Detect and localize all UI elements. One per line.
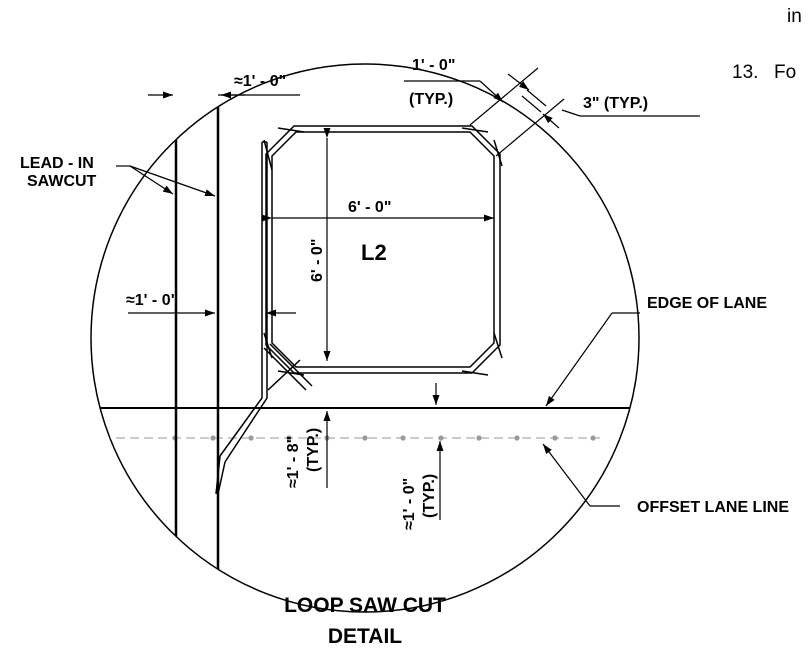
typ-1ft-label: 1' - 0" <box>412 57 455 74</box>
offset-1ft0-typ-label: (TYP.) <box>421 474 438 518</box>
offset-lane-dots <box>172 435 596 441</box>
offset-lane-line-leader <box>542 443 620 507</box>
offset-1ft8-label: ≈1' - 8" <box>285 436 302 488</box>
sawcut-label: SAWCUT <box>27 173 97 190</box>
edge-of-lane-leader <box>545 312 640 407</box>
note-cut-text: in <box>787 6 802 27</box>
detail-title-line-2: DETAIL <box>328 625 402 648</box>
typ-1ft-leader <box>404 80 504 103</box>
loop-id-label: L2 <box>361 240 387 265</box>
edge-of-lane-label: EDGE OF LANE <box>647 295 767 312</box>
three-inch-label: 3" (TYP.) <box>583 95 648 112</box>
top-spacing-label: ≈1' - 0" <box>234 73 286 90</box>
left-spacing-label: ≈1' - 0" <box>126 292 178 309</box>
detail-circle <box>90 63 640 613</box>
note-item-text: Fo <box>774 62 796 83</box>
detail-contents <box>91 70 639 612</box>
width-dimension-label: 6' - 0" <box>348 199 391 216</box>
offset-lane-line-label: OFFSET LANE LINE <box>637 499 789 516</box>
typ-1ft-sub-label: (TYP.) <box>409 91 453 108</box>
height-dimension-label: 6' - 0" <box>309 239 326 282</box>
detail-title-line-1: LOOP SAW CUT <box>284 594 446 617</box>
three-inch-dimension <box>469 67 700 157</box>
lead-in-label: LEAD - IN <box>20 155 94 172</box>
lead-in-tail <box>215 141 268 495</box>
offset-1ft0-label: ≈1' - 0" <box>401 478 418 530</box>
note-item-number: 13. <box>732 62 758 83</box>
lead-in-leader <box>116 165 216 197</box>
offset-1ft8-typ-label: (TYP.) <box>305 428 322 472</box>
